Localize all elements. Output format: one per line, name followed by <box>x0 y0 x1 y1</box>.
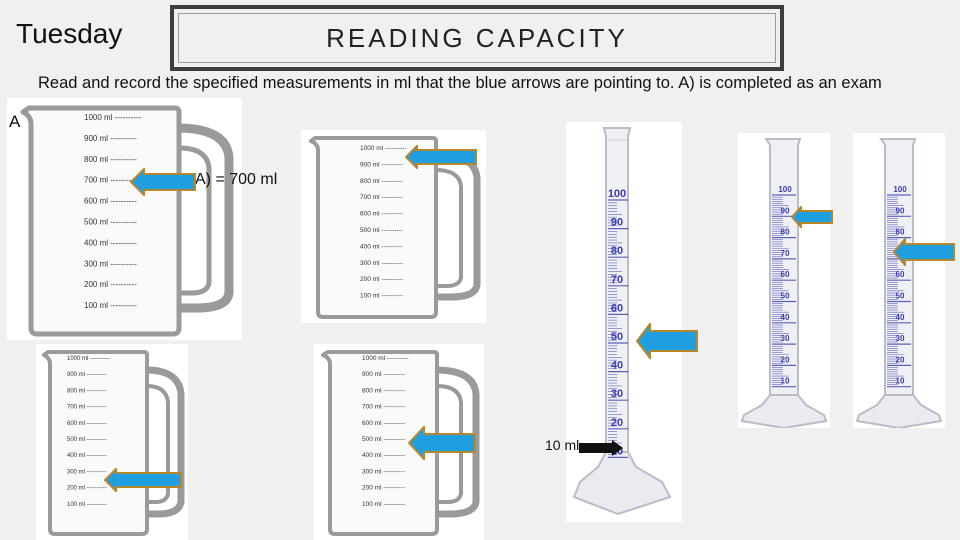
jug-scale-label: 800 ml ---------- <box>67 388 107 394</box>
cylinder-scale-label: 100 <box>778 185 792 194</box>
jug-scale-label: 600 ml ---------- <box>360 211 403 218</box>
cylinder-scale-label: 20 <box>781 355 790 364</box>
cylinder-2-image: 100 90 80 70 60 50 40 30 20 10 <box>738 133 830 428</box>
cylinder-scale-label: 80 <box>781 228 790 237</box>
jug-c-image: 1000 ml ---------- 900 ml ---------- 800 m… <box>36 344 188 540</box>
page-title: READING CAPACITY <box>326 22 628 53</box>
jug-scale-label: 900 ml ---------- <box>362 371 405 378</box>
cylinder-scale-label: 50 <box>781 292 790 301</box>
jug-scale-label: 100 ml ---------- <box>67 502 107 508</box>
jug-scale-label: 200 ml ---------- <box>362 485 405 492</box>
jug-scale-label: 1000 ml ---------- <box>360 145 407 152</box>
arrow-e-icon <box>636 323 698 359</box>
jug-scale-label: 900 ml ---------- <box>360 161 403 168</box>
jug-scale-label: 700 ml ---------- <box>362 404 405 411</box>
jug-scale-label: 900 ml ---------- <box>84 134 137 143</box>
cylinder-scale-label: 20 <box>896 355 905 364</box>
cylinder-10ml-label: 10 ml <box>545 437 580 453</box>
cylinder-scale-label: 90 <box>896 206 905 215</box>
jug-a-image: 1000 ml ---------- 900 ml ---------- 800 m… <box>7 98 242 340</box>
arrow-b-icon <box>405 145 477 169</box>
cylinder-scale-label: 10 <box>781 377 790 386</box>
jug-scale-label: 600 ml ---------- <box>362 420 405 427</box>
title-box: READING CAPACITY <box>170 5 784 71</box>
jug-scale-label: 800 ml ---------- <box>362 387 405 394</box>
jug-scale-label: 1000 ml ---------- <box>84 113 142 122</box>
cylinder-scale-label: 80 <box>611 245 623 257</box>
arrow-g-icon <box>893 238 955 266</box>
cylinder-scale-label: 70 <box>781 249 790 258</box>
cylinder-2-scale: 100 90 80 70 60 50 40 30 20 10 <box>772 185 796 388</box>
jug-scale-label: 300 ml ---------- <box>84 259 137 268</box>
cylinder-scale-label: 100 <box>608 188 626 200</box>
jug-scale-label: 300 ml ---------- <box>360 260 403 267</box>
jug-scale-label: 400 ml ---------- <box>67 453 107 459</box>
jug-scale-label: 400 ml ---------- <box>84 238 137 247</box>
jug-scale-label: 900 ml ---------- <box>67 372 107 378</box>
jug-scale-label: 700 ml ---------- <box>67 405 107 411</box>
cylinder-scale-label: 50 <box>896 292 905 301</box>
jug-scale-label: 1000 ml ---------- <box>67 356 110 362</box>
cylinder-scale-label: 90 <box>611 217 623 229</box>
jug-scale-label: 100 ml ---------- <box>360 293 403 300</box>
jug-scale-label: 700 ml ---------- <box>84 176 137 185</box>
jug-scale-label: 200 ml ---------- <box>84 280 137 289</box>
jug-scale-label: 300 ml ---------- <box>67 469 107 475</box>
cylinder-scale-label: 40 <box>611 360 623 372</box>
cylinder-scale-label: 60 <box>781 270 790 279</box>
arrow-black-icon <box>579 440 623 456</box>
cylinder-scale-label: 80 <box>896 228 905 237</box>
jug-d-scale: 1000 ml ---------- 900 ml ---------- 800 m… <box>362 355 409 508</box>
jug-scale-label: 400 ml ---------- <box>360 243 403 250</box>
cylinder-scale-label: 30 <box>896 334 905 343</box>
arrow-d-icon <box>408 426 476 460</box>
cylinder-scale-label: 40 <box>781 313 790 322</box>
jug-scale-label: 100 ml ---------- <box>362 501 405 508</box>
jug-scale-label: 100 ml ---------- <box>84 301 137 310</box>
jug-scale-label: 600 ml ---------- <box>67 421 107 427</box>
cylinder-scale-label: 10 <box>896 377 905 386</box>
day-label: Tuesday <box>16 18 123 49</box>
cylinder-scale-label: 50 <box>611 331 623 343</box>
jug-scale-label: 300 ml ---------- <box>362 468 405 475</box>
cylinder-scale-label: 100 <box>893 185 907 194</box>
jug-scale-label: 200 ml ---------- <box>360 276 403 283</box>
jug-c-scale: 1000 ml ---------- 900 ml ---------- 800 m… <box>67 356 110 508</box>
instructions-text: Read and record the specified measuremen… <box>38 74 882 92</box>
cylinder-scale-label: 30 <box>781 334 790 343</box>
jug-scale-label: 500 ml ---------- <box>362 436 405 443</box>
arrow-c-icon <box>104 468 182 492</box>
arrow-a-icon <box>130 168 196 196</box>
jug-a-scale: 1000 ml ---------- 900 ml ---------- 800 m… <box>84 113 142 310</box>
cylinder-scale-label: 60 <box>896 270 905 279</box>
jug-scale-label: 800 ml ---------- <box>360 178 403 185</box>
cylinder-scale-label: 60 <box>611 302 623 314</box>
jug-scale-label: 1000 ml ---------- <box>362 355 409 362</box>
cylinder-scale-label: 30 <box>611 388 623 400</box>
jug-scale-label: 700 ml ---------- <box>360 194 403 201</box>
cylinder-scale-label: 40 <box>896 313 905 322</box>
jug-scale-label: 400 ml ---------- <box>362 452 405 459</box>
jug-scale-label: 600 ml ---------- <box>84 197 137 206</box>
jug-scale-label: 500 ml ---------- <box>67 437 107 443</box>
jug-b-scale: 1000 ml ---------- 900 ml ---------- 800 m… <box>360 145 407 300</box>
cylinder-scale-label: 20 <box>611 417 623 429</box>
cylinder-scale-label: 70 <box>611 274 623 286</box>
arrow-f-icon <box>791 206 833 228</box>
jug-scale-label: 500 ml ---------- <box>360 227 403 234</box>
jug-scale-label: 800 ml ---------- <box>84 155 137 164</box>
cylinder-scale-label: 90 <box>781 206 790 215</box>
jug-scale-label: 500 ml ---------- <box>84 218 137 227</box>
example-label: A <box>9 112 21 131</box>
example-answer: A) = 700 ml <box>195 171 278 188</box>
jug-scale-label: 200 ml ---------- <box>67 486 107 492</box>
